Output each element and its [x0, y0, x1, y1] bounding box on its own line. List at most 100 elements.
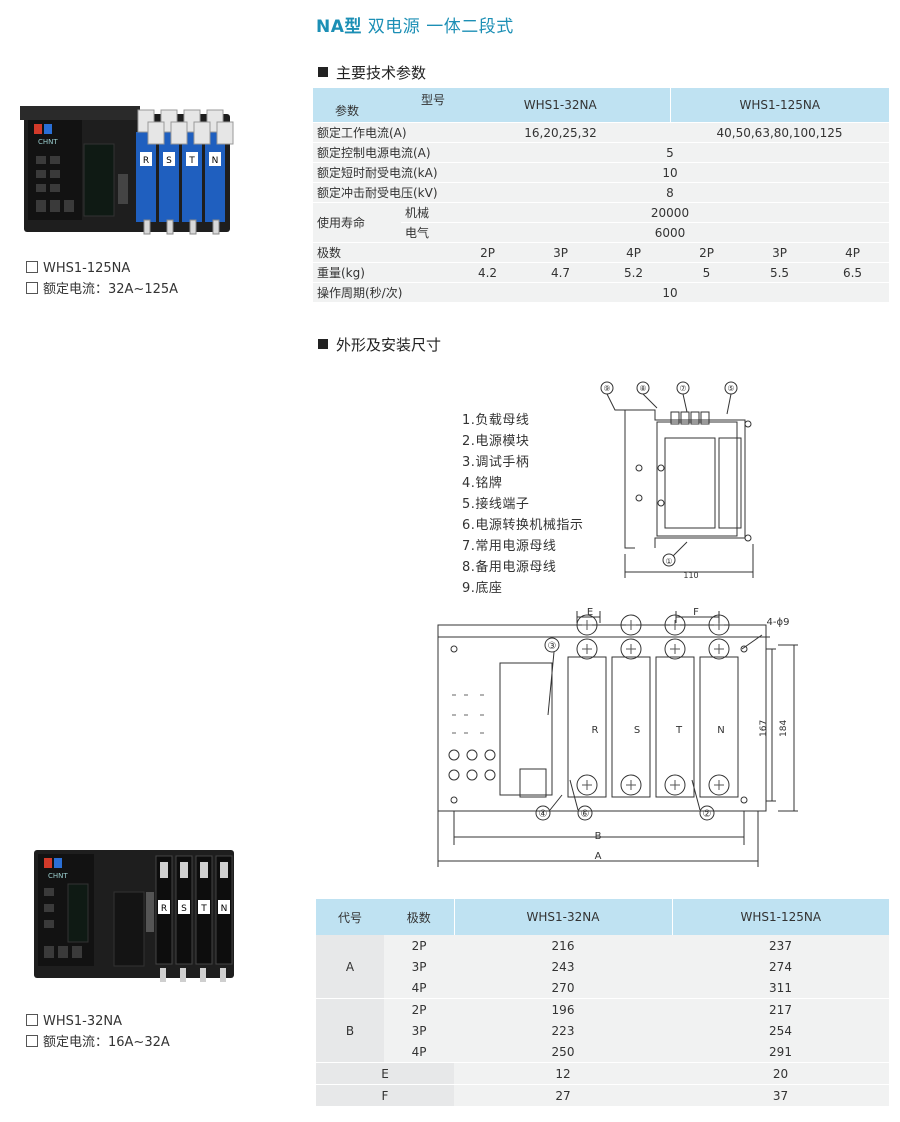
legend-item: 2.电源模块 [462, 434, 530, 449]
phase-label-r: R [143, 156, 149, 166]
spec-label-poles: 极数 [313, 242, 451, 263]
side-width-label: 110 [683, 571, 698, 580]
spec-pole: 4P [597, 242, 670, 263]
dim-value: 311 [769, 980, 792, 995]
phase-label-r: R [161, 904, 167, 914]
spec-impulse: 8 [451, 182, 889, 203]
section-dimensions-heading: 外形及安装尺寸 [318, 334, 441, 355]
dim-pole: 4P [411, 980, 427, 995]
dim-value: 216 [551, 938, 575, 953]
phase-label-t: T [188, 156, 195, 166]
callout-9: ⑨ [603, 384, 610, 393]
height-184-label: 184 [779, 720, 789, 737]
hole-label: 4-ϕ9 [767, 617, 790, 628]
legend-item: 4.铭牌 [462, 476, 503, 491]
callout-1: ① [665, 557, 672, 566]
dim-a-label: A [595, 851, 602, 862]
checkbox-square-icon [26, 261, 38, 273]
dim-value: 223 [551, 1023, 575, 1038]
spec-short-time: 10 [451, 162, 889, 183]
product-caption-125na: WHS1-125NA 额定电流：32A~125A [26, 258, 178, 300]
dim-f-label: F [693, 607, 699, 618]
section-specs-heading: 主要技术参数 [318, 62, 426, 83]
checkbox-square-icon [26, 1035, 38, 1047]
dim-pole: 3P [411, 959, 427, 974]
spec-weight: 4.2 [451, 262, 524, 283]
square-bullet-icon [318, 67, 328, 77]
dim-value: 254 [769, 1023, 792, 1038]
spec-label-elec: 电气 [401, 222, 451, 243]
page-title: NA型 双电源 一体二段式 [316, 17, 514, 37]
dim-value: 217 [769, 1002, 792, 1017]
dim-pole: 2P [411, 1002, 427, 1017]
dim-header: WHS1-32NA [453, 899, 672, 935]
callout-5: ⑤ [727, 384, 734, 393]
legend-item: 9.底座 [462, 581, 503, 596]
dim-value: 250 [551, 1044, 575, 1059]
spec-pole: 4P [816, 242, 889, 263]
phase-label-n: N [212, 156, 219, 166]
legend-item: 8.备用电源母线 [462, 560, 557, 575]
legend-item: 6.电源转换机械指示 [462, 518, 584, 533]
callout-2: ② [703, 809, 712, 820]
legend-item: 3.调试手柄 [462, 455, 530, 470]
dim-value: 27 [555, 1088, 571, 1103]
dim-header: WHS1-125NA [671, 899, 889, 935]
spec-weight: 6.5 [816, 262, 889, 283]
spec-label-mech: 机械 [401, 202, 451, 223]
dim-header: 代号 [337, 910, 362, 925]
front-view-drawing: R S T N E F 4-ϕ9 B A ③ ④ ⑥ ② 167 184 [437, 607, 798, 867]
spec-weight: 5 [670, 262, 743, 283]
brand-label: CHNT [48, 872, 68, 880]
parts-legend: 1.负载母线 2.电源模块 3.调试手柄 4.铭牌 5.接线端子 6.电源转换机… [462, 410, 583, 599]
dim-pole: 3P [411, 1023, 427, 1038]
product-photo-whs1-32na: CHNT R S T N [34, 850, 234, 982]
spec-weight: 5.2 [597, 262, 670, 283]
spec-pole: 3P [524, 242, 597, 263]
spec-pole: 2P [451, 242, 524, 263]
brand-label: CHNT [38, 138, 58, 146]
legend-item: 7.常用电源母线 [462, 539, 557, 554]
spec-label-short-time: 额定短时耐受电流(kA) [313, 162, 451, 183]
side-view-drawing: ⑨ ⑧ ⑦ ⑤ ① 110 [600, 381, 754, 580]
callout-3: ③ [548, 641, 557, 652]
dim-code-f: F [316, 1084, 454, 1106]
phase-label-s: S [166, 156, 172, 166]
dim-value: 291 [769, 1044, 792, 1059]
product-caption-32na: WHS1-32NA 额定电流：16A~32A [26, 1011, 170, 1053]
spec-label-life: 使用寿命 [313, 202, 401, 243]
legend-item: 1.负载母线 [462, 413, 530, 428]
spec-weight: 4.7 [524, 262, 597, 283]
dimension-table: 代号 极数 WHS1-32NA WHS1-125NA A 2P 216 237 … [316, 899, 889, 1106]
dim-e-label: E [587, 607, 593, 618]
phase-label-n: N [221, 904, 228, 914]
checkbox-square-icon [26, 1014, 38, 1026]
checkbox-square-icon [26, 282, 38, 294]
dim-value: 243 [551, 959, 575, 974]
square-bullet-icon [318, 339, 328, 349]
phase-label-t: T [200, 904, 207, 914]
phase-label-s: S [181, 904, 187, 914]
spec-label-control-current: 额定控制电源电流(A) [313, 142, 451, 163]
spec-label-weight: 重量(kg) [313, 262, 451, 283]
front-phase-r: R [592, 725, 599, 736]
dim-header: 极数 [406, 910, 431, 925]
dim-pole: 2P [411, 938, 427, 953]
dim-value: 12 [555, 1066, 571, 1081]
spec-pole: 3P [743, 242, 816, 263]
product-photo-whs1-125na: CHNT R S T N [20, 106, 234, 235]
spec-rated-current-32: 16,20,25,32 [451, 122, 670, 143]
dim-value: 196 [551, 1002, 575, 1017]
dim-code-e: E [316, 1062, 454, 1085]
spec-weight: 5.5 [743, 262, 816, 283]
dim-value: 237 [769, 938, 792, 953]
dim-value: 37 [772, 1088, 789, 1103]
spec-rated-current-125: 40,50,63,80,100,125 [670, 122, 889, 143]
dim-code-b: B [316, 998, 384, 1063]
spec-cycle: 10 [451, 282, 889, 303]
callout-7: ⑦ [679, 384, 686, 393]
callout-4: ④ [539, 809, 548, 820]
callout-6: ⑥ [581, 809, 590, 820]
dim-value: 274 [769, 959, 792, 974]
spec-label-rated-current: 额定工作电流(A) [313, 122, 451, 143]
